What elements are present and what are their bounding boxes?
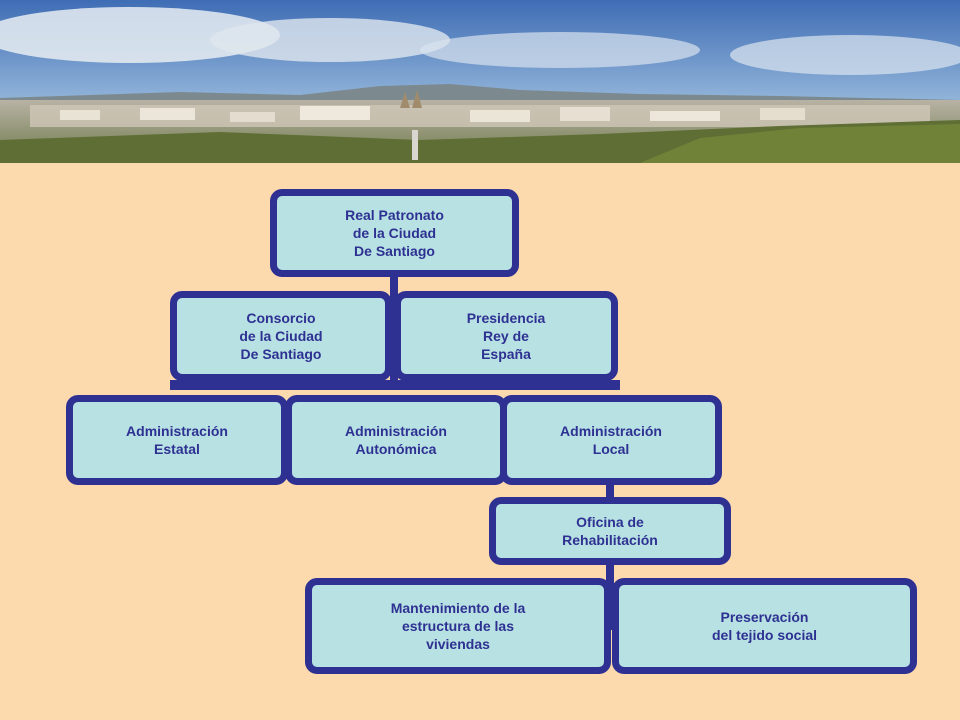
node-consorcio: Consorcio de la Ciudad De Santiago	[170, 291, 392, 381]
connector-local-oficina	[606, 480, 614, 504]
node-presidencia: Presidencia Rey de España	[394, 291, 618, 381]
connector-admin-bar	[170, 380, 620, 390]
node-oficina-rehabilitacion: Oficina de Rehabilitación	[489, 497, 731, 565]
node-real-patronato: Real Patronato de la Ciudad De Santiago	[270, 189, 519, 277]
node-preservacion: Preservación del tejido social	[612, 578, 917, 674]
node-mantenimiento: Mantenimiento de la estructura de las vi…	[305, 578, 611, 674]
node-admin-estatal: Administración Estatal	[66, 395, 288, 485]
city-panorama-photo	[0, 0, 960, 163]
node-admin-local: Administración Local	[500, 395, 722, 485]
node-admin-autonomica: Administración Autonómica	[285, 395, 507, 485]
